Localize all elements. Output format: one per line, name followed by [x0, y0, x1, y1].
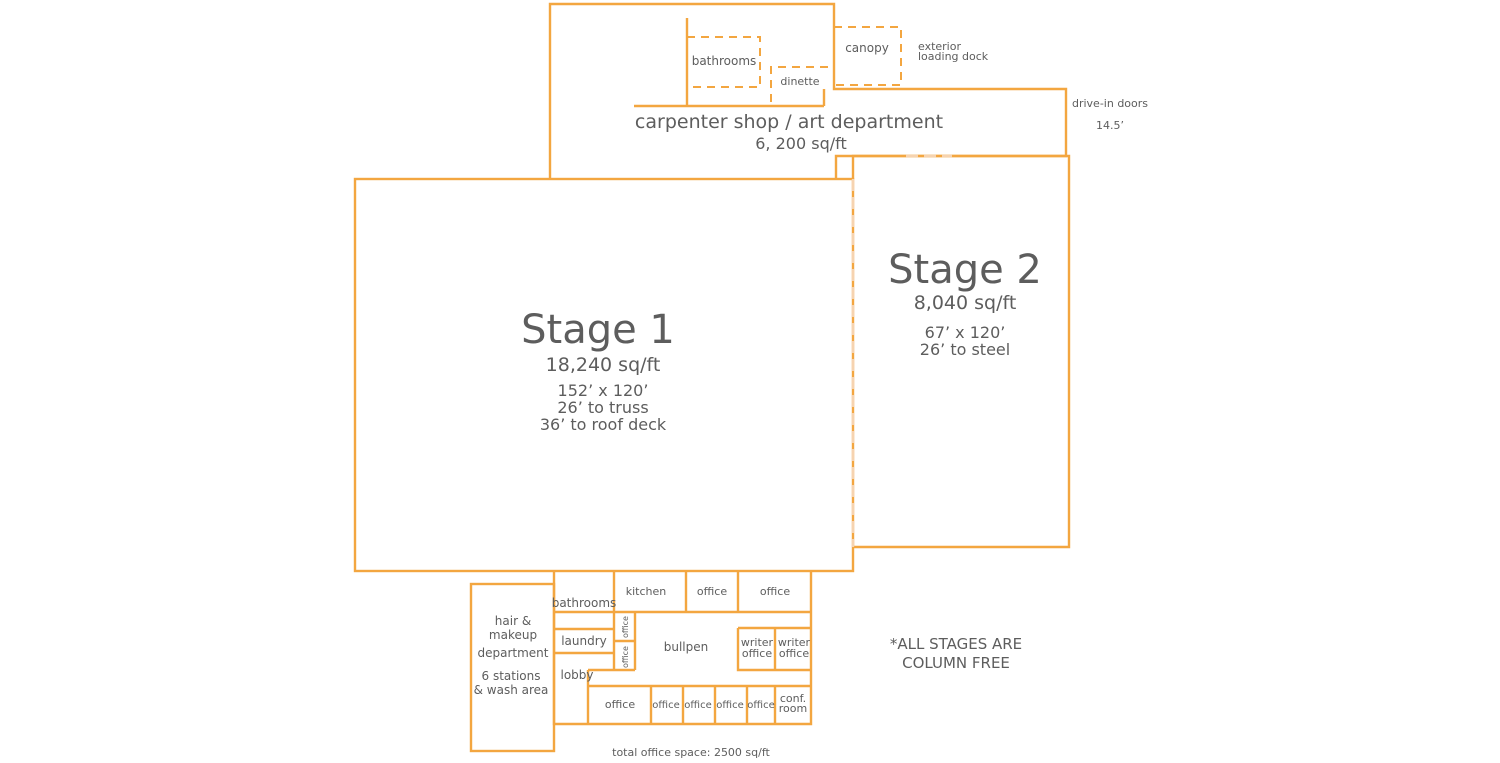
- office-label: office: [760, 585, 790, 598]
- office-labels: bathrooms kitchen office office laundry …: [552, 585, 811, 759]
- hair-label-4: 6 stations: [482, 669, 541, 683]
- office-label: office: [652, 700, 679, 711]
- bullpen-label: bullpen: [664, 640, 709, 654]
- dinette-outline: [770, 66, 834, 102]
- hair-label-2: makeup: [489, 628, 537, 642]
- walls: [353, 2, 1071, 753]
- office-label: office: [684, 700, 711, 711]
- office-bathrooms-label: bathrooms: [552, 596, 617, 610]
- stage1-dims: 152’ x 120’: [558, 381, 649, 400]
- office-label: office: [697, 585, 727, 598]
- column-free-note: *ALL STAGES ARE COLUMN FREE: [890, 635, 1022, 672]
- drive-in-doors-label: drive-in doors: [1072, 97, 1148, 110]
- office-label-vertical: office: [621, 616, 630, 638]
- stage2-outline: [851, 154, 1071, 549]
- dinette-label: dinette: [780, 75, 819, 88]
- office-label: office: [605, 698, 635, 711]
- stage2-labels: Stage 2 8,040 sq/ft 67’ x 120’ 26’ to st…: [888, 247, 1042, 359]
- stage1-truss: 26’ to truss: [557, 398, 648, 417]
- top-labels: bathrooms dinette canopy exterior loadin…: [692, 40, 1149, 132]
- loading-dock-label-2: loading dock: [918, 50, 989, 63]
- bathrooms-label: bathrooms: [692, 54, 757, 68]
- stage1-area: 18,240 sq/ft: [546, 354, 661, 376]
- office-label-vertical: office: [621, 646, 630, 668]
- hair-label-5: & wash area: [474, 683, 549, 697]
- writer-office-label-2: office: [779, 647, 809, 660]
- hair-label-3: department: [478, 646, 549, 660]
- stage1-roof: 36’ to roof deck: [540, 415, 667, 434]
- writer-office-label: writer: [778, 636, 811, 649]
- note-line-1: *ALL STAGES ARE: [890, 635, 1022, 653]
- kitchen-label: kitchen: [626, 585, 667, 598]
- dashed-outlines: [687, 26, 952, 547]
- shop-title: carpenter shop / art department: [635, 111, 943, 133]
- stage2-area: 8,040 sq/ft: [914, 292, 1017, 314]
- note-line-2: COLUMN FREE: [902, 654, 1010, 672]
- bathrooms-outline: [687, 36, 761, 88]
- loading-dock-label: exterior: [918, 40, 961, 53]
- hair-makeup-outline: [469, 582, 556, 753]
- conf-room-label-2: room: [779, 702, 807, 715]
- hair-label-1: hair &: [495, 614, 531, 628]
- stage1-title: Stage 1: [521, 307, 675, 353]
- stage2-dims: 67’ x 120’: [925, 323, 1006, 342]
- hair-makeup-labels: hair & makeup department 6 stations & wa…: [474, 614, 549, 697]
- drive-in-height-label: 14.5’: [1096, 119, 1124, 132]
- stage1-outline: [353, 177, 855, 573]
- shop-labels: carpenter shop / art department 6, 200 s…: [635, 111, 943, 153]
- conf-room-label: conf.: [780, 692, 806, 705]
- lobby-label: lobby: [560, 668, 593, 682]
- office-label: office: [716, 700, 743, 711]
- stage1-labels: Stage 1 18,240 sq/ft 152’ x 120’ 26’ to …: [521, 307, 675, 434]
- writer-office-label-2: office: [742, 647, 772, 660]
- writer-office-label: writer: [741, 636, 774, 649]
- canopy-label: canopy: [845, 41, 889, 55]
- canopy-outline: [834, 26, 902, 86]
- total-office-space: total office space: 2500 sq/ft: [612, 746, 770, 759]
- office-label: office: [747, 700, 774, 711]
- laundry-label: laundry: [561, 634, 607, 648]
- shop-area: 6, 200 sq/ft: [755, 134, 846, 153]
- office-block-walls: [552, 571, 813, 726]
- stage2-steel: 26’ to steel: [920, 340, 1010, 359]
- stage2-title: Stage 2: [888, 247, 1042, 293]
